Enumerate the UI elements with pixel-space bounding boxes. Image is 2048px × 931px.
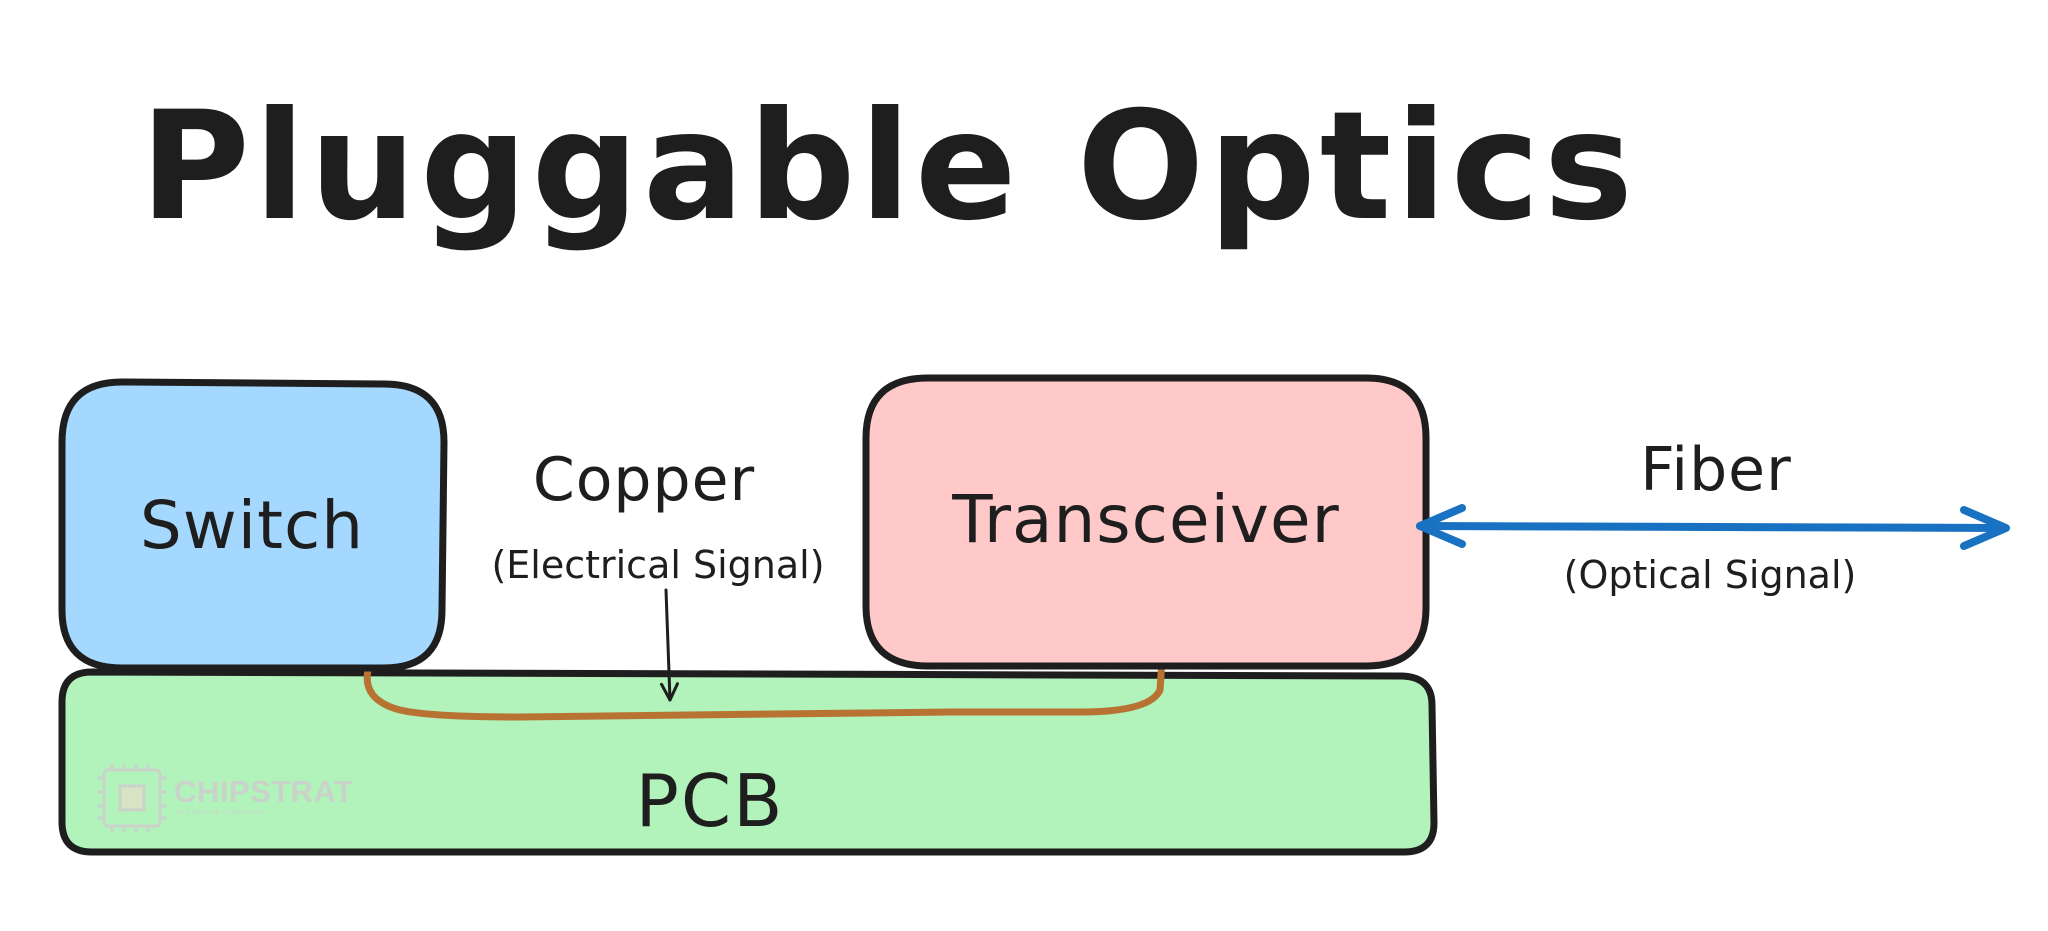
chipstrat-logo: CHIPSTRAT BY CREATIVE STRATEGIES	[98, 764, 354, 832]
transceiver-label: Transceiver	[951, 481, 1339, 558]
transceiver-node: Transceiver	[862, 374, 1430, 670]
chip-icon	[98, 764, 166, 832]
copper-trace	[363, 656, 1166, 721]
fiber-connection: Fiber (Optical Signal)	[1416, 435, 2010, 597]
copper-pointer-arrow	[659, 588, 679, 702]
fiber-label: Fiber	[1640, 435, 1791, 505]
pcb-node: PCB	[58, 668, 1438, 856]
switch-box	[58, 378, 448, 672]
pcb-label: PCB	[635, 759, 784, 843]
fiber-line	[1416, 522, 2008, 532]
copper-sublabel: (Electrical Signal)	[491, 543, 824, 587]
logo-name: CHIPSTRAT	[174, 774, 354, 809]
fiber-sublabel: (Optical Signal)	[1564, 553, 1857, 597]
switch-label: Switch	[140, 487, 364, 564]
pcb-board	[58, 668, 1438, 856]
switch-node: Switch	[58, 378, 448, 672]
fiber-arrowhead-left	[1416, 504, 1466, 548]
logo-tagline: BY CREATIVE STRATEGIES	[176, 810, 265, 816]
page-title: Pluggable Optics	[140, 80, 1637, 254]
copper-connection: Copper (Electrical Signal)	[491, 445, 825, 702]
transceiver-box	[862, 374, 1430, 670]
fiber-arrowhead-right	[1960, 506, 2010, 550]
copper-label: Copper	[533, 445, 755, 515]
